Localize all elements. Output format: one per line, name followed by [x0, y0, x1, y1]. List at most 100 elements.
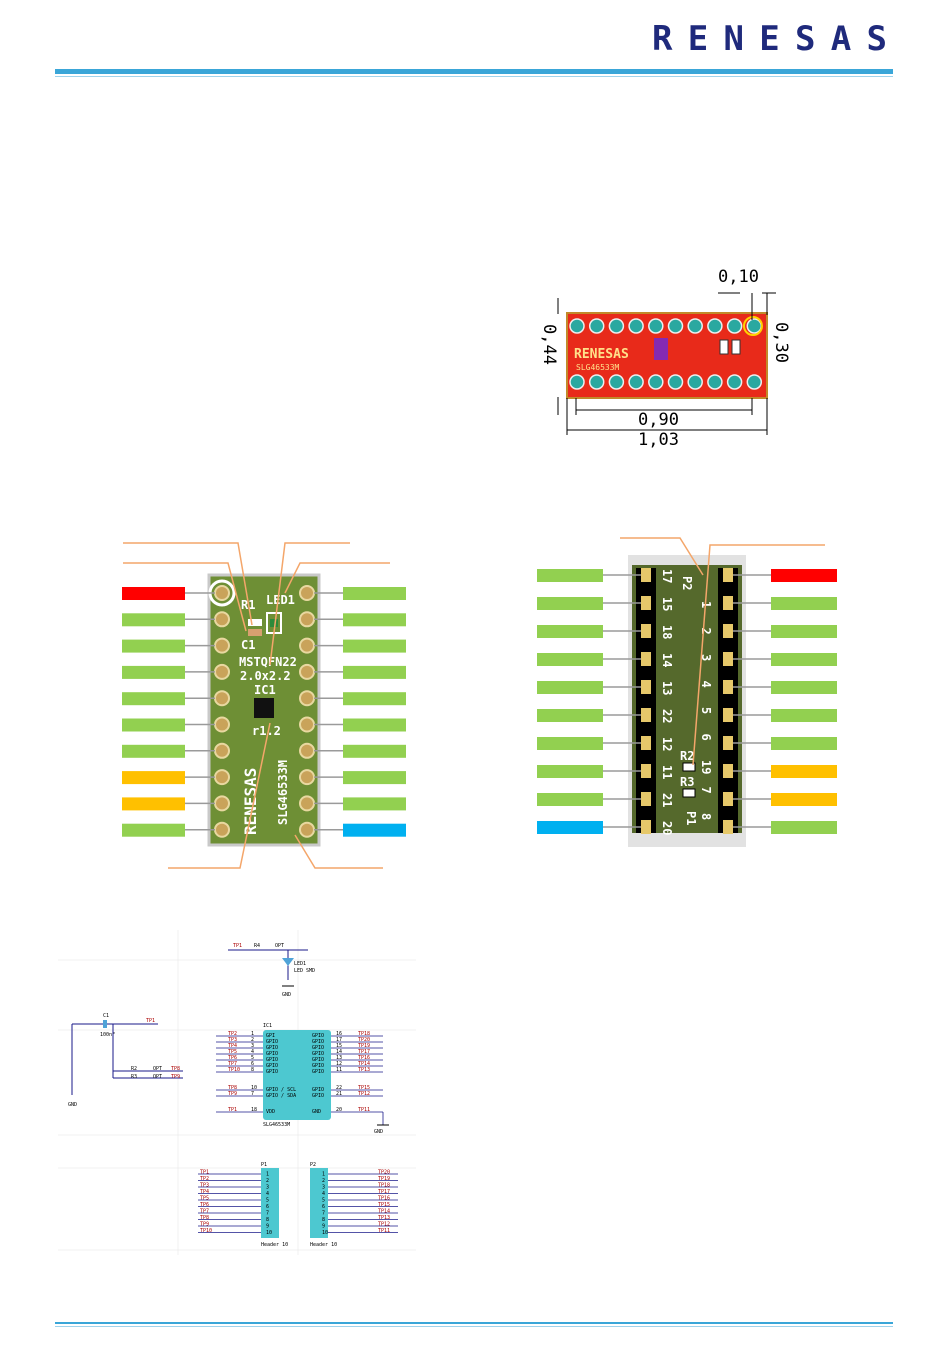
ic-left-pin: GPIO [266, 1051, 278, 1057]
p1-net: TP4 [200, 1189, 209, 1195]
top-ic [254, 698, 274, 718]
dim-pad [608, 318, 625, 334]
led-opt: OPT [275, 943, 284, 949]
bottom-left-number: 12 [660, 737, 674, 751]
bottom-left-number: 11 [660, 765, 674, 779]
bottom-left-pin-label [537, 569, 603, 582]
bottom-left-number: 17 [660, 569, 674, 583]
ic-left-pin: GPIO [266, 1045, 278, 1051]
top-right-pin-label [343, 771, 406, 785]
led-symbol [282, 958, 294, 966]
ic-right-pin: GND [312, 1109, 321, 1115]
ic-left-num: 8 [251, 1067, 254, 1073]
dim-pad [628, 374, 644, 390]
dim-right-label: 0,30 [771, 322, 791, 363]
bottom-left-pin-label [537, 681, 603, 694]
top-right-pin-label [343, 613, 406, 627]
ic-left-pin: GPIO [266, 1069, 278, 1075]
ic-left-pin: GPIO / SDA [266, 1093, 296, 1099]
top-label-ic: IC1 [254, 683, 276, 697]
dim-pad [628, 318, 644, 334]
top-pad [299, 769, 315, 786]
r2-opt: OPT [153, 1066, 162, 1072]
dim-pad [726, 374, 743, 390]
p1-part: Header 10 [261, 1242, 288, 1248]
ic-right-num: 21 [336, 1091, 342, 1097]
ic-right-pin: GPIO [312, 1045, 324, 1051]
p2-pin: 3 [322, 1185, 325, 1191]
bottom-right-number: 19 [699, 760, 713, 774]
ic-right-tp: TP19 [358, 1043, 370, 1049]
bottom-right-number: 5 [699, 707, 713, 714]
led-label: LED1 [294, 961, 306, 967]
ic-part: SLG46533M [263, 1122, 290, 1128]
bottom-label-p1: P1 [684, 811, 698, 825]
bottom-left-number: 20 [660, 821, 674, 835]
footer-rule [55, 1322, 893, 1324]
dim-pad [569, 318, 585, 334]
p2-net: TP12 [378, 1222, 390, 1228]
top-left-pin-label [122, 639, 185, 653]
bottom-left-number: 13 [660, 681, 674, 695]
dim-pad [726, 318, 743, 334]
bottom-right-pin-label [771, 569, 837, 582]
top-left-pin-label [122, 692, 185, 706]
dim-led-pad [719, 339, 729, 355]
p2-pins: TP201TP192TP183TP174TP165TP156TP147TP138… [322, 1170, 398, 1236]
dim-pad [588, 374, 605, 390]
led-gnd: GND [282, 992, 291, 998]
top-pad [214, 769, 230, 786]
p2-pin: 7 [322, 1211, 325, 1217]
dim-top-label: 0,10 [718, 267, 759, 287]
p1-net: TP6 [200, 1202, 209, 1208]
ic-left-tp: TP6 [228, 1055, 237, 1061]
dim-pad [608, 374, 625, 390]
ic-right-pin: GPIO [312, 1039, 324, 1045]
callout-r1 [123, 542, 253, 626]
r2-ref: R2 [131, 1066, 137, 1072]
top-right-pin-label [343, 718, 406, 732]
top-label-rev: r1.2 [252, 724, 281, 738]
bottom-pad-row [569, 374, 763, 390]
p2-net: TP17 [378, 1189, 390, 1195]
bottom-header-pin [723, 736, 733, 750]
bottom-right-pin-label [771, 821, 837, 834]
top-left-pin-label [122, 587, 185, 600]
p2-net: TP20 [378, 1170, 390, 1176]
top-left-pin-label [122, 613, 185, 627]
bottom-right-number: 3 [699, 654, 713, 661]
callout-p2 [620, 537, 704, 576]
top-left-pin-label [122, 771, 185, 785]
ic-right-pin: GPIO [312, 1063, 324, 1069]
bottom-header-pin [723, 652, 733, 666]
callout-c1 [123, 562, 247, 632]
p1-pin: 3 [266, 1185, 269, 1191]
ic-left-num: 7 [251, 1091, 254, 1097]
dim-res-pad [731, 339, 741, 355]
ic-right-tp: TP17 [358, 1049, 370, 1055]
bottom-right-number: 7 [699, 787, 713, 794]
ic-right-tp: TP15 [358, 1085, 370, 1091]
p2-net: TP11 [378, 1228, 390, 1234]
header-rule [55, 69, 893, 74]
led-tp: TP1 [233, 943, 242, 949]
p1-pin: 2 [266, 1178, 269, 1184]
bottom-left-number: 14 [660, 653, 674, 667]
ic-left-num: 5 [251, 1055, 254, 1061]
ic-left-tp: TP5 [228, 1049, 237, 1055]
top-right-pin-label [343, 744, 406, 758]
p1-pin: 4 [266, 1191, 269, 1197]
bottom-right-number: 4 [699, 681, 713, 688]
top-pad [299, 585, 315, 601]
ic-left-pin: GPI [266, 1033, 275, 1039]
bottom-header-pin [641, 680, 651, 694]
bottom-left-pin-label [537, 793, 603, 806]
bottom-left-pin-label [537, 821, 603, 834]
ic-right-tp: TP14 [358, 1061, 370, 1067]
led-part: LED SMD [294, 968, 315, 974]
bottom-header-pin [723, 764, 733, 778]
ic-left-num: 3 [251, 1043, 254, 1049]
bottom-left-pin-label [537, 653, 603, 666]
dim-pad [746, 318, 763, 334]
